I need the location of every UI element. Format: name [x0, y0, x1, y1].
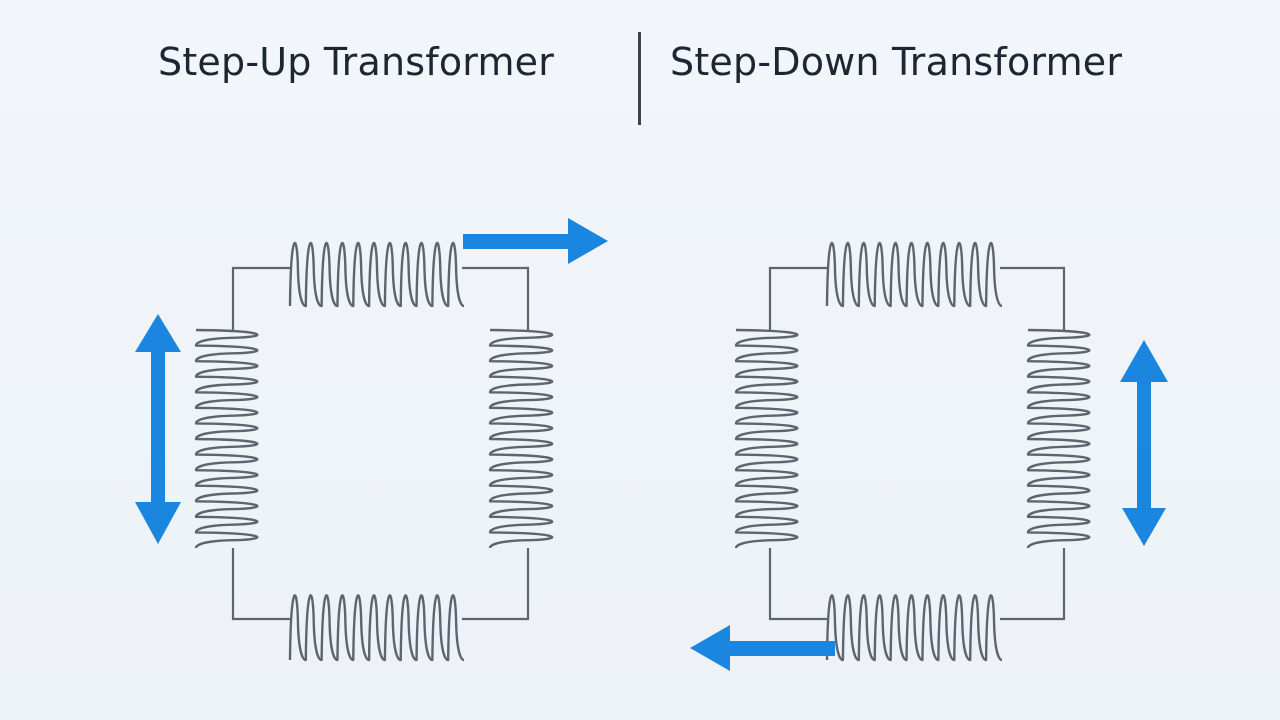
step-down-diagram: [690, 242, 1168, 671]
step-down-voltage-double-arrow: [1120, 340, 1168, 546]
step-down-coil-bottom: [825, 594, 1003, 662]
step-down-coil-left: [734, 328, 799, 549]
step-up-voltage-double-arrow: [135, 314, 181, 544]
step-up-coil-top: [288, 242, 465, 308]
step-down-coil-right: [1026, 328, 1091, 549]
step-down-wire-bottom-right: [1000, 548, 1066, 621]
step-down-output-arrow: [690, 625, 835, 671]
step-up-coil-left: [194, 328, 259, 549]
step-up-coil-bottom: [288, 594, 465, 662]
step-up-wire-bottom-left: [231, 548, 292, 621]
step-down-wire-bottom-left: [768, 548, 829, 621]
step-up-coil-right: [488, 328, 554, 549]
step-down-coil-top: [825, 242, 1003, 308]
step-up-wire-top-left: [231, 266, 292, 330]
title-divider: [638, 32, 641, 125]
step-down-title: Step-Down Transformer: [670, 40, 1123, 84]
step-up-wire-bottom-right: [462, 548, 530, 621]
step-down-wire-top-right: [1000, 266, 1066, 330]
step-up-diagram: [135, 218, 608, 662]
step-up-wire-top-right: [462, 266, 530, 330]
step-up-output-arrow: [463, 218, 608, 264]
step-down-wire-top-left: [768, 266, 829, 330]
step-up-title: Step-Up Transformer: [158, 40, 555, 84]
